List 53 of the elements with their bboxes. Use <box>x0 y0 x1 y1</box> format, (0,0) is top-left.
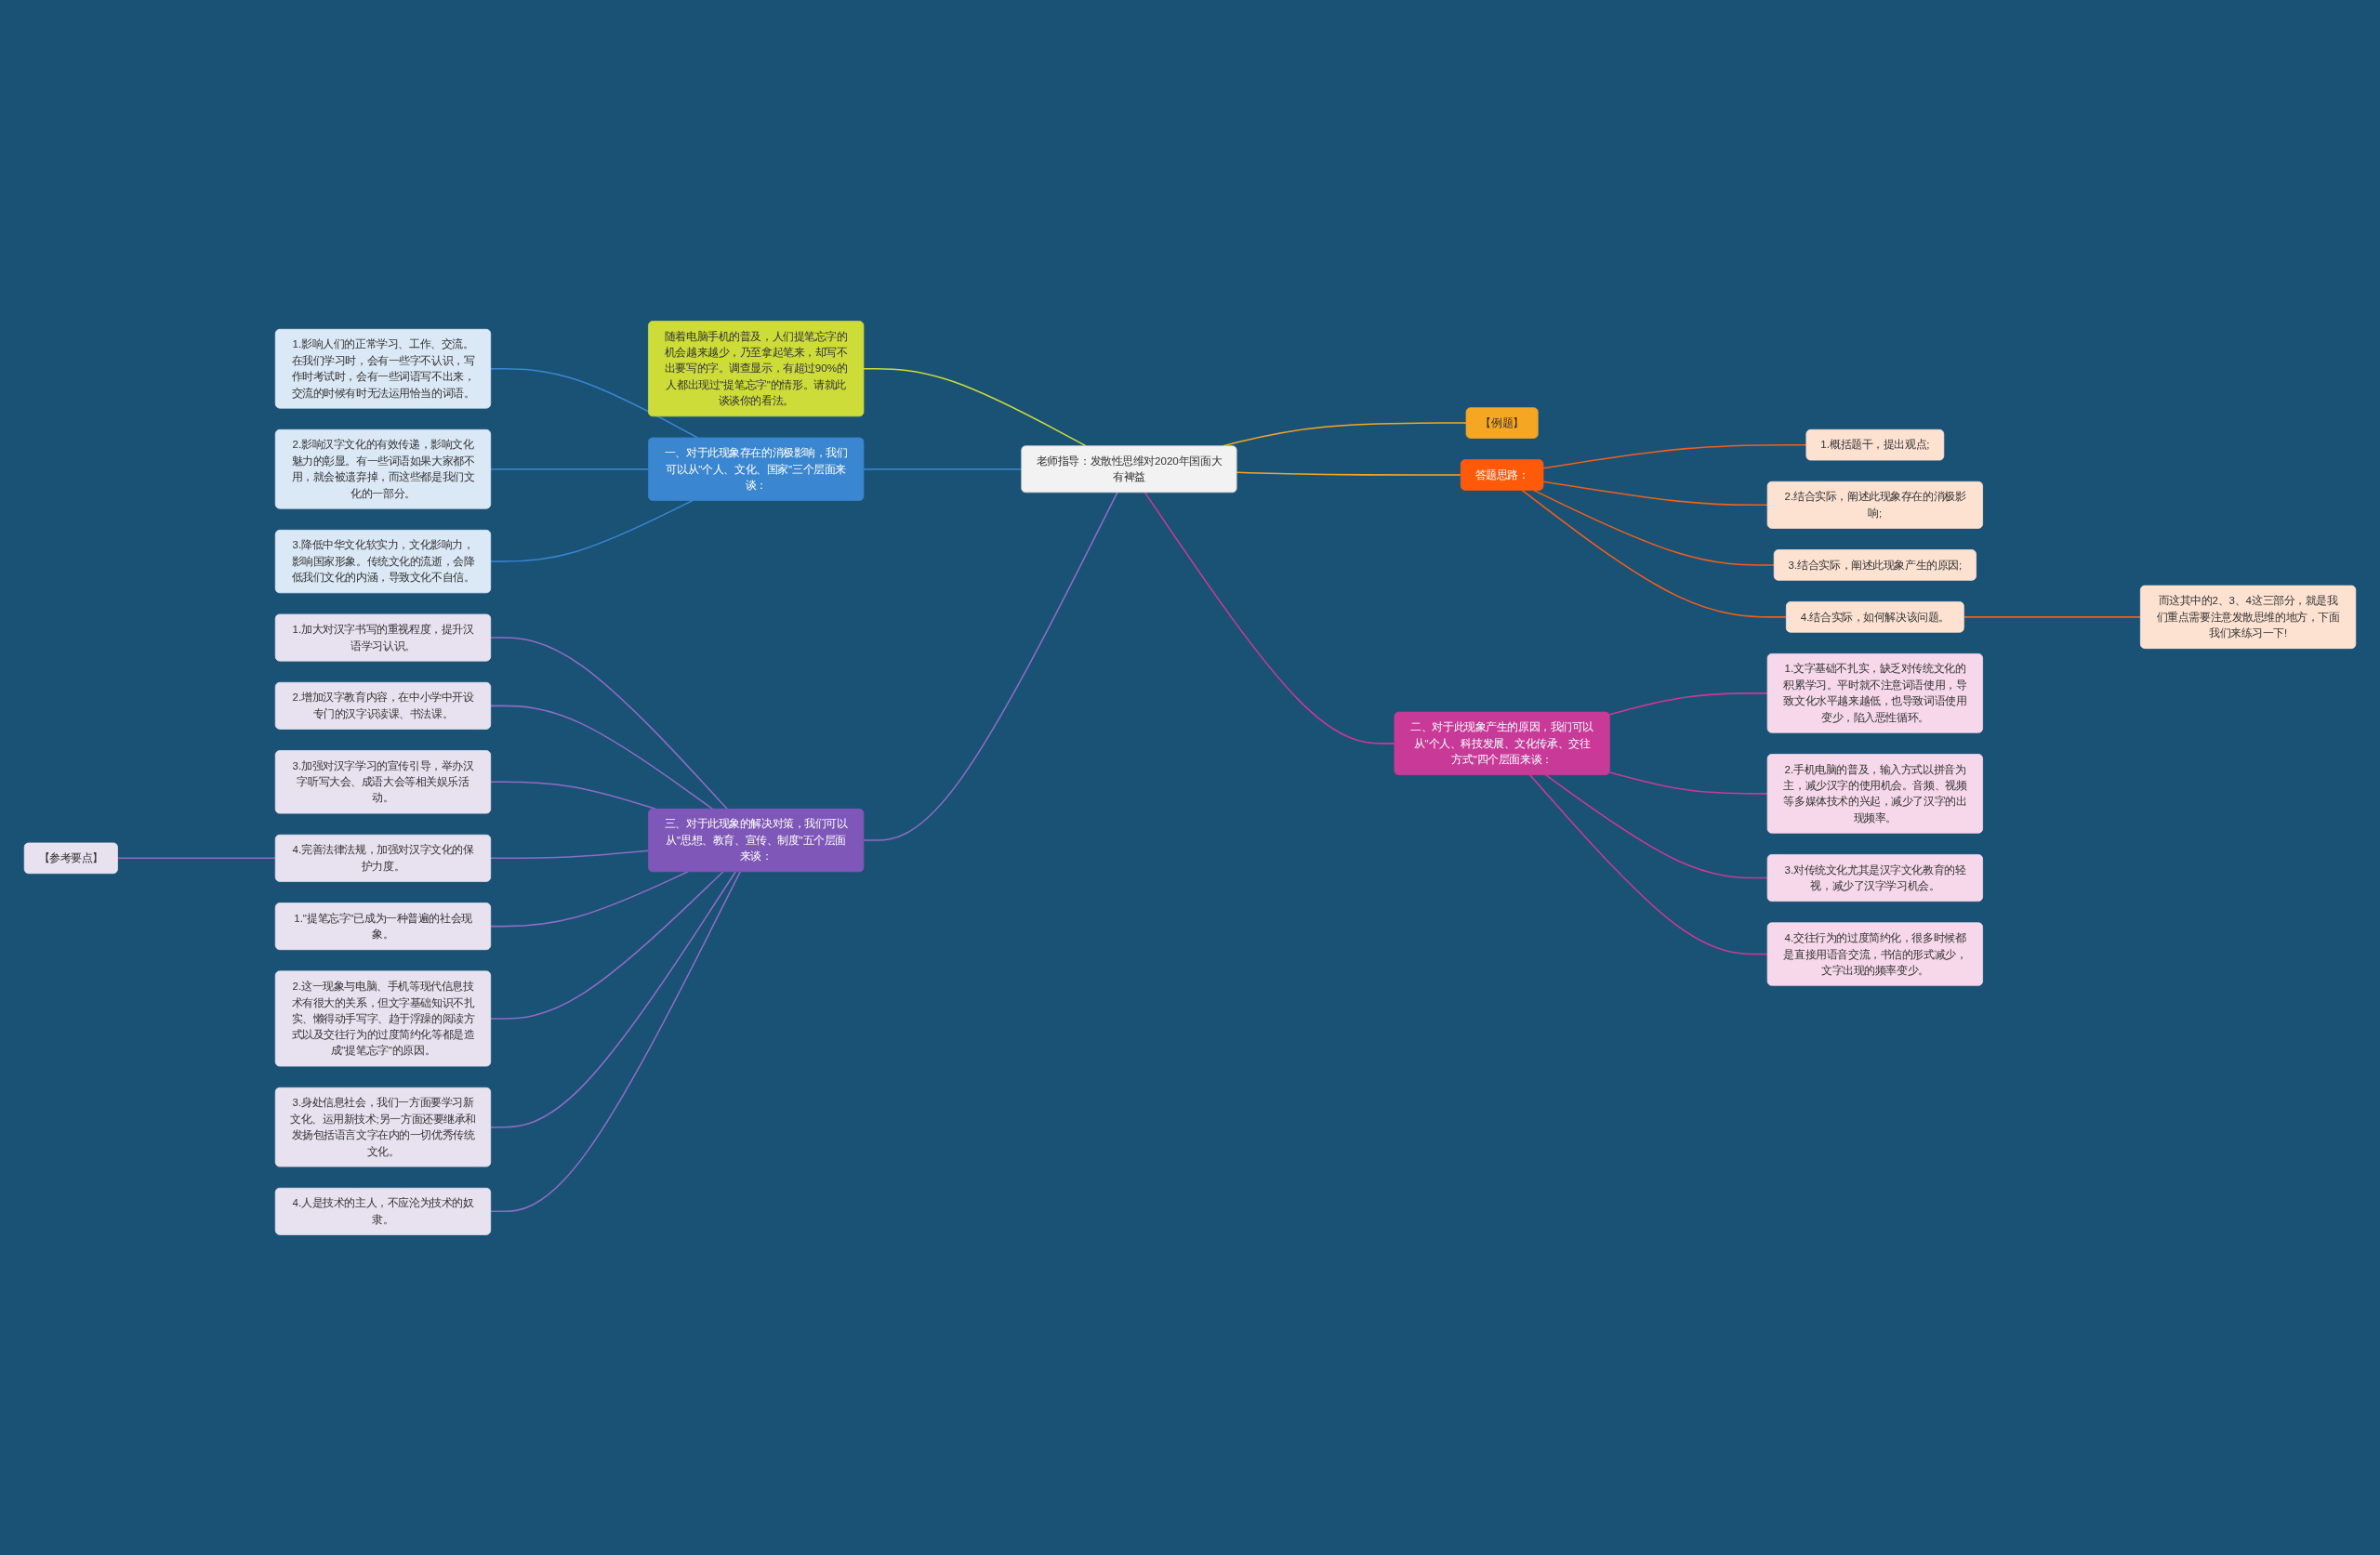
connector <box>863 367 1087 446</box>
connector <box>1544 773 1768 878</box>
node-box: 随着电脑手机的普及，人们提笔忘字的机会越来越少，乃至拿起笔来，却写不出要写的字。调查显示，有超过90%的人都出现过"提笔忘字"的情形。请就此谈谈你的看法。 <box>648 320 865 416</box>
connector <box>1528 773 1768 955</box>
connector <box>1532 489 1775 566</box>
node-box: 一、对于此现象存在的消极影响，我们可以从"个人、文化、国家"三个层面来谈： <box>648 437 865 501</box>
node-box: 2.影响汉字文化的有效传递，影响文化魅力的彰显。有一些词语如果大家都不用，就会被遗弃掉，而这些都是我们文化的一部分。 <box>274 428 492 509</box>
connector <box>1144 491 1395 745</box>
node-box: 而这其中的2、3、4这三部分，就是我们重点需要注意发散思维的地方，下面我们来练习一下! <box>2139 585 2357 649</box>
node-box: 1.加大对汉字书写的重视程度，提升汉语学习认识。 <box>274 613 492 662</box>
connector <box>1963 615 2142 618</box>
node-box: 2.增加汉字教育内容，在中小学中开设专门的汉字识读课、书法课。 <box>274 681 492 730</box>
node-box: 1.影响人们的正常学习、工作、交流。在我们学习时，会有一些字不认识，写作时考试时，会有一些词语写不出来，交流的时候有时无法运用恰当的词语。 <box>274 328 492 409</box>
connector <box>489 849 650 859</box>
node-box: 3.身处信息社会，我们一方面要学习新文化、运用新技术;另一方面还要继承和发扬包括语言文字在内的一切优秀传统文化。 <box>274 1087 492 1166</box>
node-box: 二、对于此现象产生的原因，我们可以从"个人、科技发展、文化传承、交往方式"四个层面来谈： <box>1394 711 1610 775</box>
node-box: 三、对于此现象的解决对策，我们可以从"思想、教育、宣传、制度"五个层面来谈： <box>648 808 865 872</box>
connector <box>489 468 650 469</box>
node-box: 2.这一现象与电脑、手机等现代信息技术有很大的关系，但文字基础知识不扎实、懒得动手写字、趋于浮躁的阅读方式以及交往行为的过度简约化等都是造成"提笔忘字"的原因。 <box>274 969 492 1066</box>
connector <box>1542 480 1768 506</box>
connector <box>863 491 1118 841</box>
node-box: 2.结合实际，阐述此现象存在的消极影响; <box>1766 481 1983 529</box>
connector <box>489 870 689 927</box>
connector <box>489 870 736 1127</box>
connector <box>489 367 699 439</box>
node-box: 4.结合实际，如何解决该问题。 <box>1786 600 1964 633</box>
connector <box>116 857 276 859</box>
connector <box>1608 771 1768 795</box>
connector <box>1521 489 1788 618</box>
connector <box>1236 471 1462 476</box>
connector <box>489 636 728 810</box>
node-box: 4.交往行为的过度简约化，很多时候都是直接用语音交流，书信的形式减少，文字出现的频率变少。 <box>1766 921 1983 986</box>
node-box: 2.手机电脑的普及，输入方式以拼音为主，减少汉字的使用机会。音频、视频等多媒体技术的兴起，减少了汉字的出现频率。 <box>1766 753 1983 834</box>
node-box: 答题思路： <box>1460 458 1544 491</box>
connector <box>1608 692 1768 715</box>
node-box: 1."提笔忘字"已成为一种普遍的社会现象。 <box>274 902 492 950</box>
node-box: 1.文字基础不扎实，缺乏对传统文化的积累学习。平时就不注意词语使用，导致文化水平越来越低，也导致词语使用变少，陷入恶性循环。 <box>1766 652 1983 733</box>
node-box: 4.人是技术的主人，不应沦为技术的奴隶。 <box>274 1187 492 1235</box>
connector <box>489 499 694 562</box>
connector <box>489 705 714 810</box>
node-box: 3.对传统文化尤其是汉字文化教育的轻视，减少了汉字学习机会。 <box>1766 853 1983 902</box>
node-box: 老师指导：发散性思维对2020年国面大有裨益 <box>1021 444 1237 493</box>
node-box: 3.加强对汉字学习的宣传引导，举办汉字听写大会、成语大会等相关娱乐活动。 <box>274 749 492 813</box>
connector <box>489 870 724 1020</box>
connector <box>1542 443 1807 469</box>
node-box: 4.完善法律法规，加强对汉字文化的保护力度。 <box>274 834 492 882</box>
connector <box>489 870 741 1212</box>
connector <box>863 468 1023 469</box>
node-box: 【参考要点】 <box>23 842 118 874</box>
node-box: 【例题】 <box>1465 406 1539 439</box>
node-box: 3.结合实际，阐述此现象产生的原因; <box>1773 548 1977 581</box>
node-box: 3.降低中华文化软实力，文化影响力，影响国家形象。传统文化的流逝，会降低我们文化的内涵，导致文化不自信。 <box>274 529 492 593</box>
node-box: 1.概括题干，提出观点; <box>1805 428 1945 460</box>
